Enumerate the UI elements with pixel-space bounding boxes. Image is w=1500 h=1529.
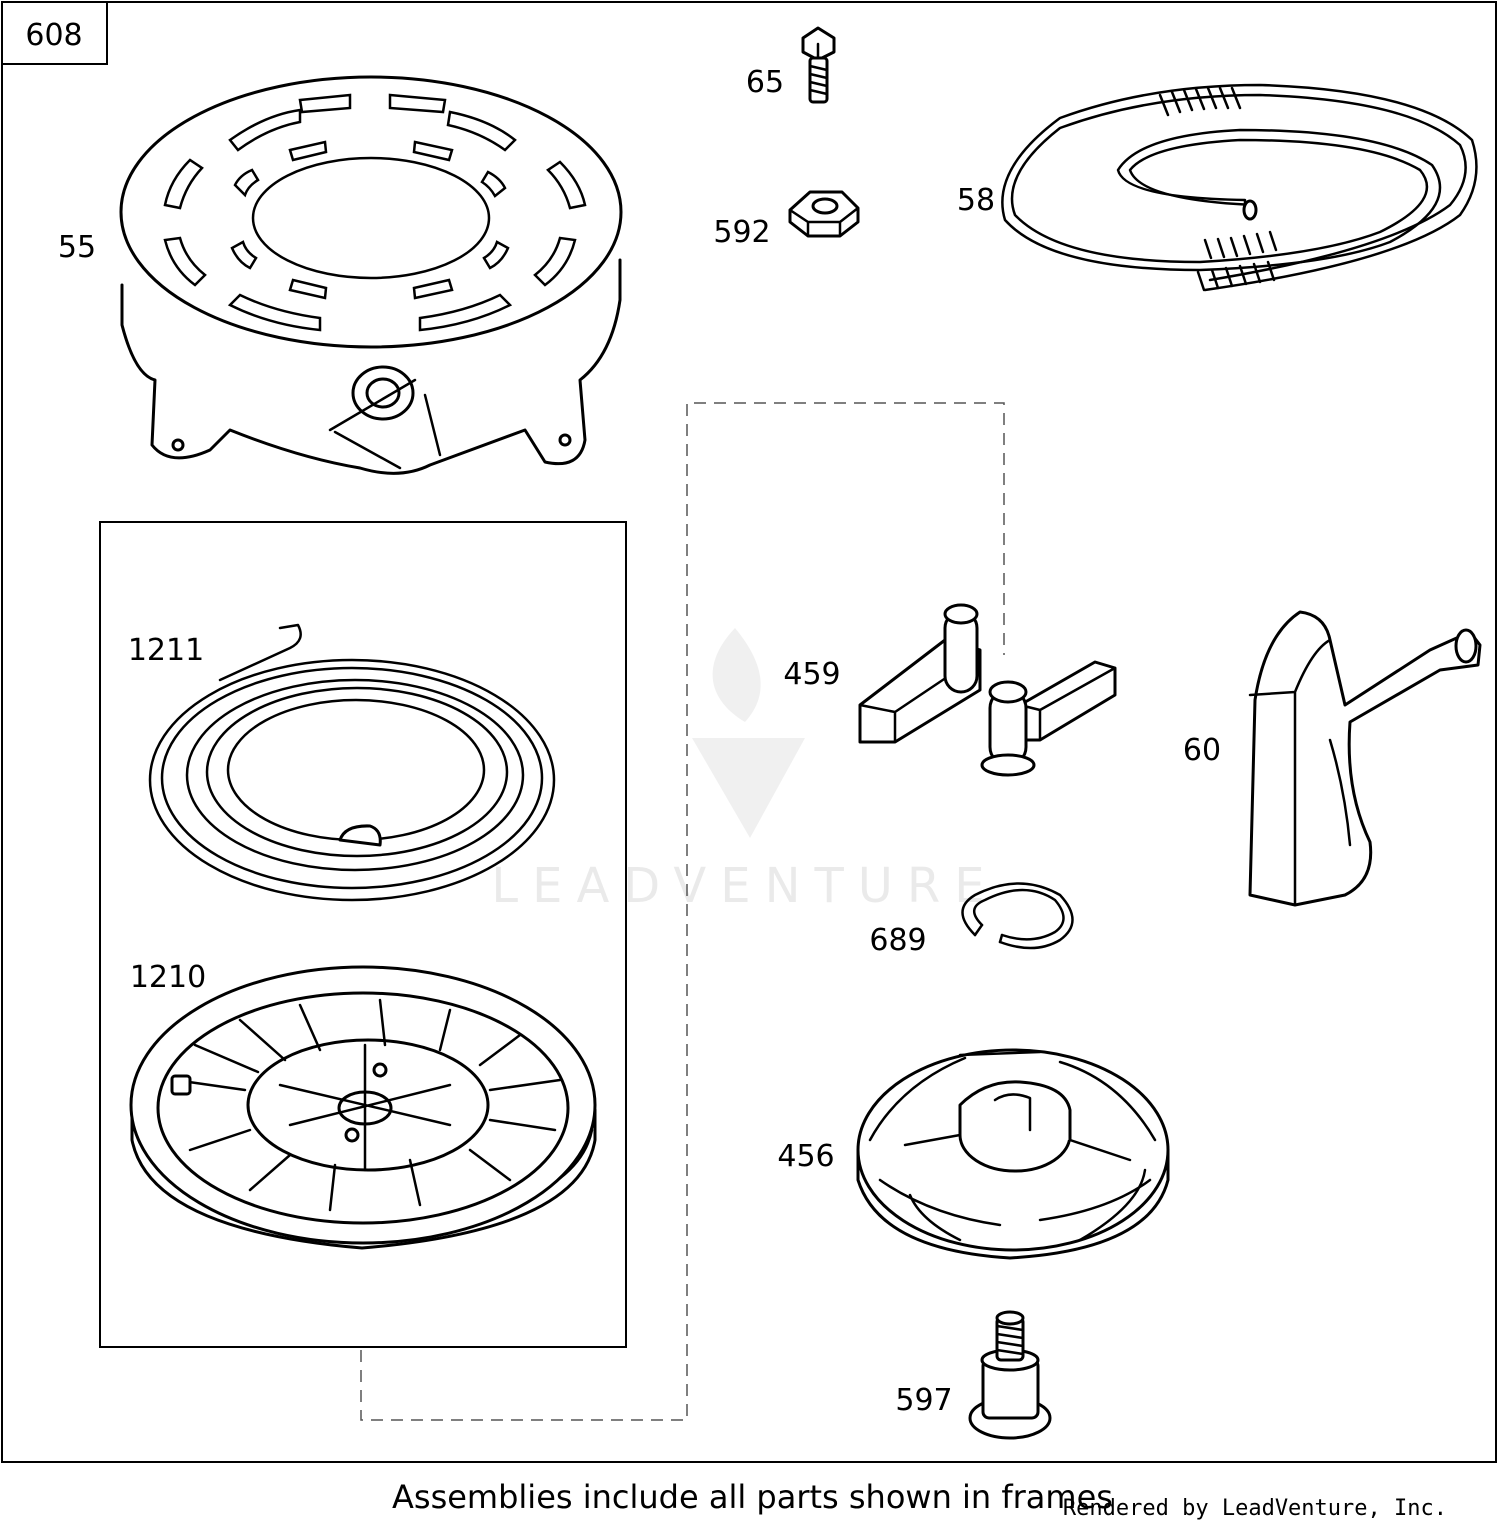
- part-597-shoulder-screw-icon: [968, 1310, 1052, 1440]
- render-credit: Rendered by LeadVenture, Inc.: [1063, 1496, 1447, 1521]
- part-60-starter-handle-icon: [1248, 610, 1482, 907]
- part-label-459: 459: [783, 657, 840, 692]
- part-65-screw-icon: [801, 26, 836, 104]
- part-1210-starter-pulley-icon: [129, 965, 597, 1250]
- part-456-dog-retainer-icon: [856, 1048, 1170, 1260]
- assembly-connector-line: [360, 402, 1005, 1421]
- part-label-1210: 1210: [130, 960, 206, 995]
- leadventure-watermark-icon: [692, 628, 805, 838]
- part-label-456: 456: [777, 1139, 834, 1174]
- assembly-number-box: [1, 1, 108, 65]
- part-1211-rewind-spring-icon: [148, 623, 556, 902]
- part-592-nut-icon: [788, 190, 860, 238]
- part-label-597: 597: [895, 1383, 952, 1418]
- part-459-starter-dogs-icon: [858, 603, 1117, 777]
- watermark-text: LEADVENTURE: [491, 858, 998, 914]
- part-label-60: 60: [1183, 733, 1221, 768]
- assembly-frame: [99, 521, 627, 1348]
- part-label-592: 592: [713, 215, 770, 250]
- assembly-number: 608: [25, 18, 82, 53]
- part-label-55: 55: [58, 230, 96, 265]
- part-58-starter-rope-icon: [1001, 83, 1478, 292]
- diagram-border: [1, 1, 1497, 1463]
- part-689-retaining-ring-icon: [961, 882, 1074, 950]
- part-55-blower-housing-icon: [119, 75, 623, 475]
- assembly-note: Assemblies include all parts shown in fr…: [392, 1478, 1113, 1516]
- part-label-1211: 1211: [128, 633, 204, 668]
- part-label-58: 58: [957, 183, 995, 218]
- part-label-65: 65: [746, 65, 784, 100]
- part-label-689: 689: [869, 923, 926, 958]
